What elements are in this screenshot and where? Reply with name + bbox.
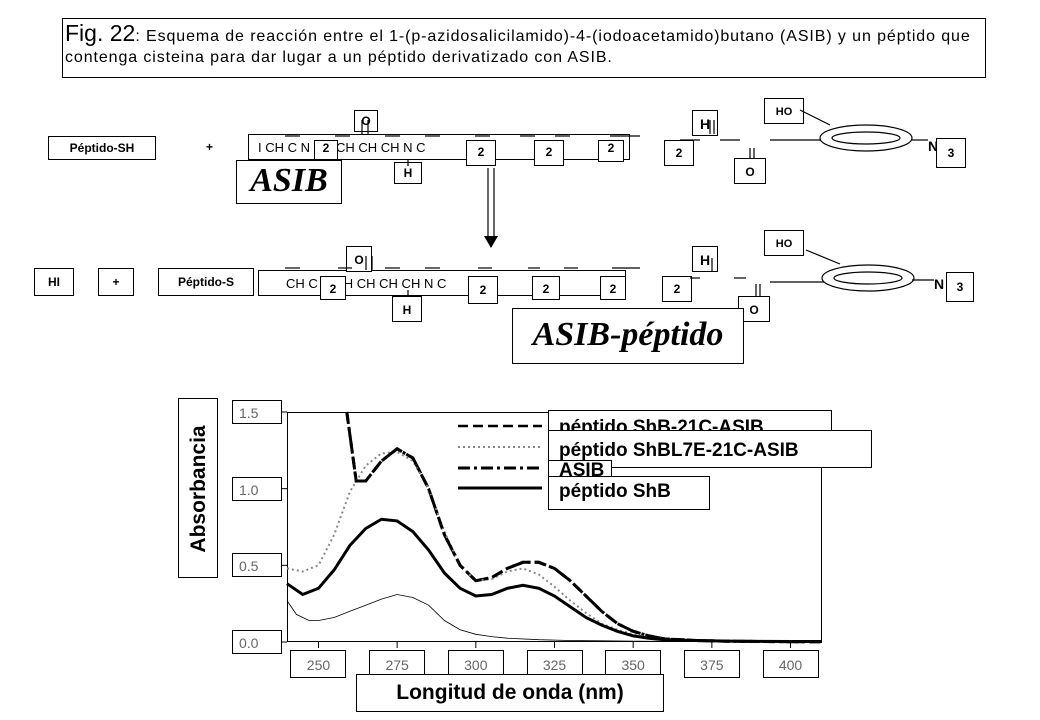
- plus-sign: +: [206, 140, 214, 154]
- subscript-2: 2: [534, 140, 564, 166]
- figure-caption-text: : Esquema de reacción entre el 1-(p-azid…: [65, 28, 971, 66]
- y-tick-label: 0.0: [232, 630, 282, 654]
- atom-o: O: [354, 110, 378, 132]
- x-tick-label: 400: [762, 650, 819, 678]
- x-tick-label: 350: [605, 650, 662, 678]
- legend-label: péptido ShB: [548, 476, 710, 510]
- atom-o: O: [734, 158, 766, 184]
- y-tick-label: 1.5: [232, 400, 282, 424]
- atom-n: N: [934, 276, 945, 292]
- subscript-2: 2: [600, 276, 626, 300]
- subscript-2: 2: [532, 276, 560, 300]
- series-line-3: [286, 517, 822, 643]
- plus-sign: +: [98, 268, 134, 296]
- figure-caption: Fig. 22: Esquema de reacción entre el 1-…: [62, 18, 986, 78]
- x-tick-label: 300: [447, 650, 504, 678]
- subscript-2: 2: [320, 276, 346, 300]
- legend-label: ASIB: [548, 460, 612, 481]
- subscript-3: 3: [936, 138, 966, 168]
- x-axis-label: Longitud de onda (nm): [356, 674, 664, 712]
- subscript-2: 2: [466, 140, 496, 166]
- x-tick-label: 250: [290, 650, 347, 678]
- atom-o: O: [346, 246, 372, 272]
- subscript-2: 2: [598, 140, 624, 162]
- legend-label: péptido ShBL7E-21C-ASIB: [548, 430, 872, 468]
- subscript-2: 2: [664, 140, 694, 166]
- asib-chain: I CH C N CH CH CH CH N C: [258, 140, 426, 155]
- subscript-3: 3: [946, 272, 974, 302]
- asib-chain-box: [248, 134, 630, 160]
- asib-peptide-label: ASIB-péptido: [512, 308, 744, 364]
- asib-peptide-chain-box: [258, 270, 626, 296]
- atom-ho: HO: [764, 98, 804, 124]
- atom-n: N: [928, 138, 939, 154]
- x-tick-label: 375: [683, 650, 740, 678]
- series-line-4: [286, 594, 822, 643]
- hi-label: HI: [34, 268, 74, 296]
- atom-h: H: [692, 246, 718, 272]
- y-tick-label: 1.0: [232, 476, 282, 501]
- atom-h: H: [392, 296, 422, 322]
- peptide-s-label: Péptido-S: [158, 268, 254, 296]
- y-axis-label-box: Absorbancia: [178, 398, 218, 578]
- peptide-sh-label: Péptido-SH: [48, 136, 156, 160]
- asib-label: ASIB: [236, 160, 342, 204]
- subscript-2: 2: [468, 276, 498, 304]
- y-tick-label: 0.5: [232, 553, 282, 578]
- subscript-2: 2: [662, 276, 692, 302]
- atom-ho: HO: [764, 230, 804, 256]
- figure-number: Fig. 22: [65, 20, 136, 46]
- x-tick-label: 275: [369, 650, 426, 678]
- subscript-2: 2: [314, 140, 338, 160]
- series-line-2: [345, 411, 822, 644]
